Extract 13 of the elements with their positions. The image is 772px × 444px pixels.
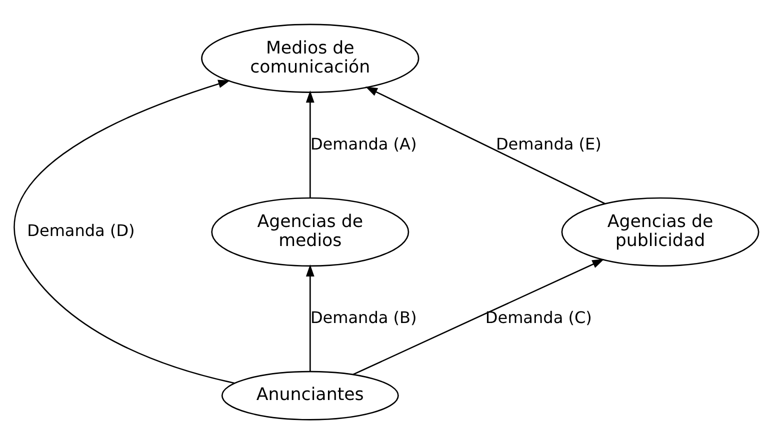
node-ellipse: Anunciantes [221,370,399,420]
edge-label: Demanda (E) [496,134,602,154]
node-ellipse: Agencias de medios [211,197,410,267]
arrow [365,86,606,204]
edge-label: Demanda (B) [310,308,417,327]
arrow [14,80,235,384]
edge-label: Demanda (A) [310,134,417,154]
edge-label: Demanda (D) [27,221,135,240]
arrow [352,259,604,376]
edge-label: Demanda (C) [485,308,592,327]
node-ellipse: Medios de comunicación [201,24,420,93]
arrow [306,264,314,372]
arrow [306,90,314,198]
